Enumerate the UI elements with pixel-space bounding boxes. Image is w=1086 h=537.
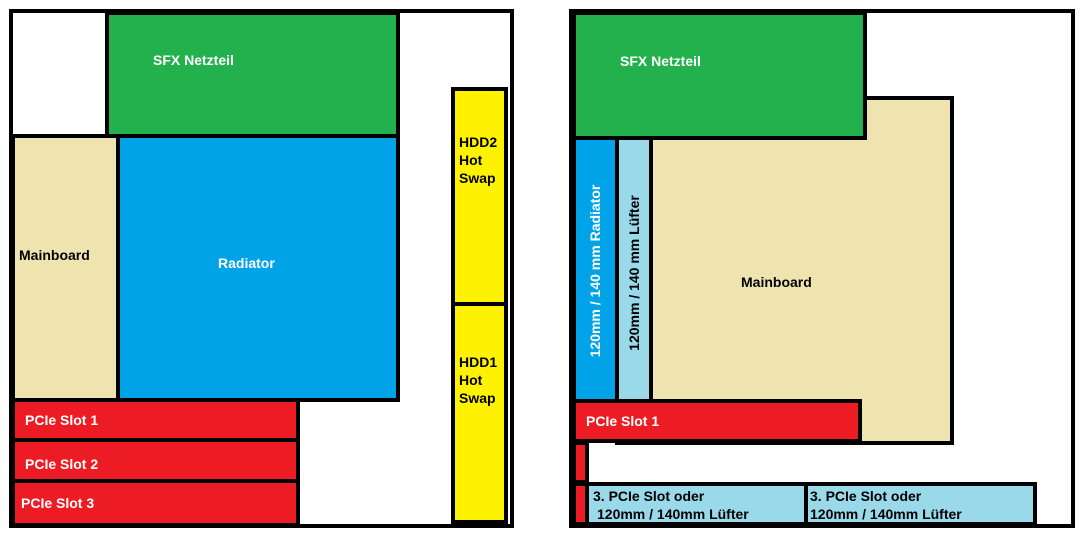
right-bottom-option-left-line-1: 3. PCIe Slot oder <box>593 488 705 504</box>
right-bottom-option-right-line-2: 120mm / 140mm Lüfter <box>810 506 962 522</box>
right-fan-label: 120mm / 140 mm Lüfter <box>626 195 642 351</box>
right-pcie-slot-1: PCIe Slot 1 <box>572 399 862 443</box>
left-radiator-label: Radiator <box>218 255 275 271</box>
right-bottom-option-left-label: 3. PCIe Slot oder 120mm / 140mm Lüfter <box>593 487 749 523</box>
left-hdd2-block: HDD2 Hot Swap <box>451 87 508 306</box>
left-pcie-slot-1: PCIe Slot 1 <box>11 398 300 442</box>
right-pcie-slot-2-stub <box>572 441 589 484</box>
right-radiator-label: 120mm / 140 mm Radiator <box>587 184 603 358</box>
right-psu-label: SFX Netzteil <box>620 53 701 69</box>
left-radiator-block: Radiator <box>116 134 400 402</box>
left-hdd1-line-1: HDD1 <box>459 354 498 370</box>
right-radiator-block: 120mm / 140 mm Radiator <box>572 136 619 403</box>
right-bottom-option-left: 3. PCIe Slot oder 120mm / 140mm Lüfter <box>585 482 809 526</box>
left-hdd1-line-3: Swap <box>459 390 496 406</box>
left-hdd2-label: HDD2 Hot Swap <box>459 133 497 187</box>
left-mainboard-block: Mainboard <box>11 134 121 402</box>
left-pcie-slot-3-label: PCIe Slot 3 <box>21 495 95 511</box>
left-hdd2-line-2: Hot <box>459 152 483 168</box>
left-mainboard-label: Mainboard <box>19 247 90 263</box>
right-bottom-option-right-line-1: 3. PCIe Slot oder <box>810 488 922 504</box>
left-psu-label: SFX Netzteil <box>153 52 234 68</box>
left-hdd1-label: HDD1 Hot Swap <box>459 353 497 407</box>
left-hdd1-line-2: Hot <box>459 372 483 388</box>
left-pcie-slot-2: PCIe Slot 2 <box>11 438 300 483</box>
right-mainboard-label: Mainboard <box>741 274 812 290</box>
right-bottom-option-right-label: 3. PCIe Slot oder 120mm / 140mm Lüfter <box>810 487 962 523</box>
right-fan-block: 120mm / 140 mm Lüfter <box>615 136 653 403</box>
left-pcie-slot-3: PCIe Slot 3 <box>11 479 300 527</box>
right-bottom-option-left-line-2: 120mm / 140mm Lüfter <box>597 506 749 522</box>
left-hdd1-block: HDD1 Hot Swap <box>451 302 508 524</box>
left-pcie-slot-1-label: PCIe Slot 1 <box>25 412 99 428</box>
left-pcie-slot-2-label: PCIe Slot 2 <box>25 456 99 472</box>
left-hdd2-line-1: HDD2 <box>459 134 498 150</box>
left-psu-block: SFX Netzteil <box>105 11 400 138</box>
right-psu-block: SFX Netzteil <box>572 11 867 140</box>
right-bottom-option-right: 3. PCIe Slot oder 120mm / 140mm Lüfter <box>804 482 1037 526</box>
left-hdd2-line-3: Swap <box>459 170 496 186</box>
right-mainboard-block: Mainboard <box>615 96 954 445</box>
right-pcie-slot-1-label: PCIe Slot 1 <box>586 413 660 429</box>
